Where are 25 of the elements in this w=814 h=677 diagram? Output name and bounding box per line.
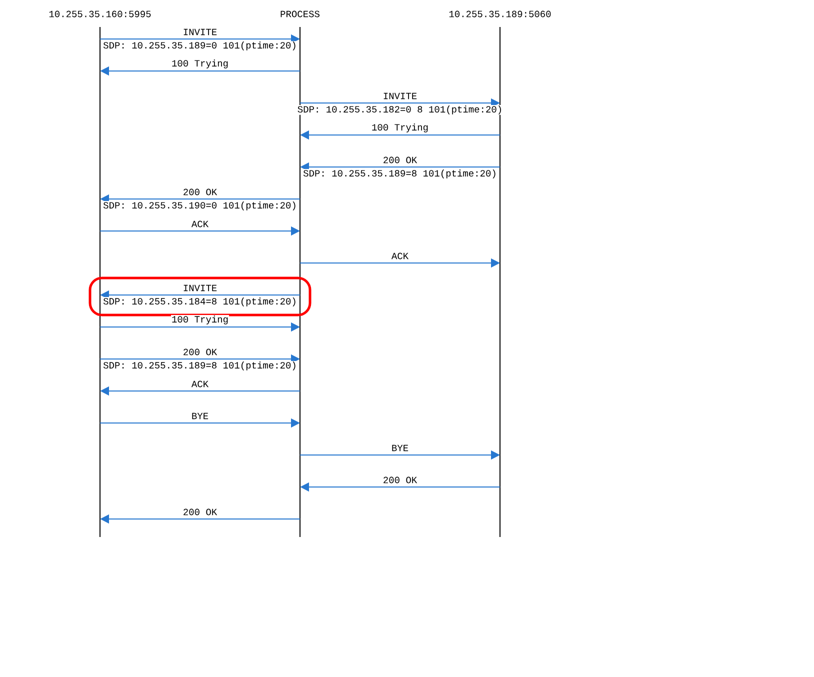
edge-label: 200 OK [382,156,418,164]
sdp-label: SDP: 10.255.35.189=8 101(ptime:20) [102,361,298,371]
edge-label: ACK [390,252,410,260]
edge-label: 100 Trying [171,59,229,69]
edge-label: 100 Trying [371,123,429,133]
sdp-label: SDP: 10.255.35.189=0 101(ptime:20) [102,41,298,51]
edge-label: BYE [390,444,410,452]
participant-label: 10.255.35.160:5995 [49,10,151,18]
edge-label: BYE [190,412,210,420]
edge-label: 100 Trying [171,315,229,325]
sdp-label: SDP: 10.255.35.184=8 101(ptime:20) [102,297,298,307]
sdp-label: SDP: 10.255.35.189=8 101(ptime:20) [302,169,498,179]
sdp-label: SDP: 10.255.35.190=0 101(ptime:20) [102,201,298,211]
participant-label: 10.255.35.189:5060 [449,10,551,18]
sdp-label: SDP: 10.255.35.182=0 8 101(ptime:20) [296,105,504,115]
edge-label: INVITE [382,92,418,100]
participant-label: PROCESS [280,10,320,18]
edge-label: INVITE [182,28,218,36]
edge-label: 200 OK [382,476,418,484]
edge-label: 200 OK [182,188,218,196]
edge-label: ACK [190,220,210,228]
edge-label: 200 OK [182,508,218,516]
edge-label: 200 OK [182,348,218,356]
edge-label: INVITE [182,284,218,292]
edge-label: ACK [190,380,210,388]
